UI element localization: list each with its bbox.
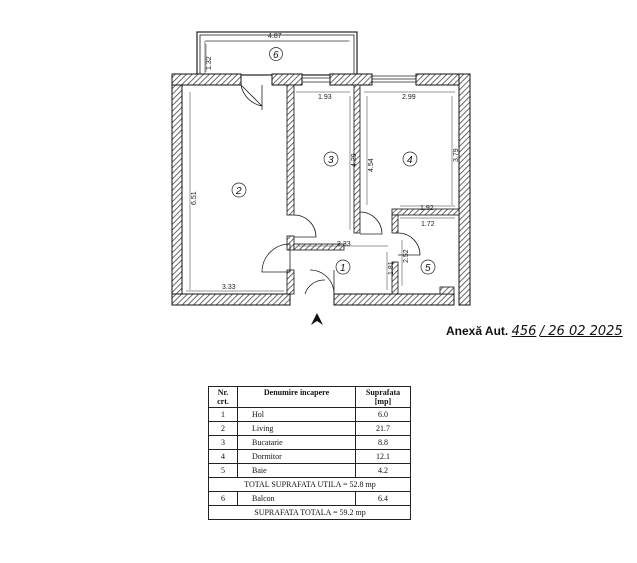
doors bbox=[240, 84, 421, 295]
dim-hall-height: 1.81 bbox=[388, 261, 395, 275]
room-number-living: 2 bbox=[235, 186, 242, 197]
dim-bedroom-width: 2.99 bbox=[402, 94, 416, 101]
room-marker-baie: 5 bbox=[420, 259, 436, 275]
room-marker-hol: 1 bbox=[335, 259, 351, 275]
dim-hall-width: 3.33 bbox=[337, 241, 351, 248]
table-row: 3 Bucatarie 8.8 bbox=[208, 435, 411, 450]
table-row: 2 Living 21.7 bbox=[208, 421, 411, 436]
annex-date: 26 02 2025 bbox=[548, 324, 623, 339]
table-row: 5 Baie 4.2 bbox=[208, 463, 411, 478]
dim-balcony-depth: 1.32 bbox=[206, 56, 213, 70]
room-number-bucatarie: 3 bbox=[328, 155, 334, 166]
dim-bedroom-height-b: 4.54 bbox=[368, 158, 375, 172]
interior-walls bbox=[286, 84, 460, 295]
room-marker-dormitor: 4 bbox=[402, 151, 418, 167]
row-name: Balcon bbox=[237, 491, 356, 506]
floor-plan: 4.87 1.32 6.51 3.33 1.93 4.29 4.54 2.99 … bbox=[171, 31, 471, 325]
header-denumire: Denumire incapere bbox=[237, 386, 356, 408]
row-nr: 4 bbox=[208, 449, 238, 464]
row-nr: 6 bbox=[208, 491, 238, 506]
row-area: 4.2 bbox=[355, 463, 411, 478]
dim-kitchen-width: 1.93 bbox=[318, 94, 332, 101]
dim-balcony-width: 4.87 bbox=[268, 33, 282, 40]
table-row: 4 Dormitor 12.1 bbox=[208, 449, 411, 464]
row-name: Dormitor bbox=[237, 449, 356, 464]
table-header-row: Nr. crt. Denumire incapere Suprafata [mp… bbox=[208, 386, 411, 408]
annex-separator: / bbox=[539, 324, 549, 339]
room-marker-living: 2 bbox=[231, 182, 247, 198]
table-row: 1 Hol 6.0 bbox=[208, 407, 411, 422]
header-nr: Nr. crt. bbox=[208, 386, 238, 408]
dim-kitchen-height: 4.29 bbox=[351, 153, 358, 167]
areas-table: Nr. crt. Denumire incapere Suprafata [mp… bbox=[208, 386, 411, 520]
room-number-hol: 1 bbox=[340, 263, 346, 274]
dimension-lines bbox=[186, 40, 455, 292]
row-area: 12.1 bbox=[355, 449, 411, 464]
total-utila-row: TOTAL SUPRAFATA UTILA = 52.8 mp bbox=[208, 477, 411, 492]
window-lines bbox=[302, 75, 416, 83]
dim-living-width: 3.33 bbox=[222, 284, 236, 291]
total-utila: TOTAL SUPRAFATA UTILA = 52.8 mp bbox=[208, 477, 411, 492]
row-area: 8.8 bbox=[355, 435, 411, 450]
dim-bath-top: 1.92 bbox=[420, 205, 434, 212]
room-marker-bucatarie: 3 bbox=[323, 151, 339, 167]
row-nr: 3 bbox=[208, 435, 238, 450]
annex-label: Anexă Aut. bbox=[446, 324, 509, 338]
annex-number: 456 bbox=[511, 324, 537, 339]
row-nr: 2 bbox=[208, 421, 238, 436]
header-suprafata: Suprafata [mp] bbox=[355, 386, 411, 408]
dim-bath-width: 1.72 bbox=[421, 221, 435, 228]
row-area: 6.0 bbox=[355, 407, 411, 422]
row-name: Living bbox=[237, 421, 356, 436]
total-row: SUPRAFATA TOTALA = 59.2 mp bbox=[208, 505, 411, 520]
dim-bath-height: 2.52 bbox=[403, 249, 410, 263]
room-number-dormitor: 4 bbox=[407, 155, 413, 166]
entrance-arrow-icon bbox=[311, 313, 323, 325]
exterior-walls bbox=[171, 73, 471, 306]
row-name: Baie bbox=[237, 463, 356, 478]
dim-bedroom-height: 3.79 bbox=[453, 148, 460, 162]
row-area: 21.7 bbox=[355, 421, 411, 436]
table-row: 6 Balcon 6.4 bbox=[208, 491, 411, 506]
dim-living-height: 6.51 bbox=[191, 191, 198, 205]
row-name: Hol bbox=[237, 407, 356, 422]
room-marker-balcon: 6 bbox=[269, 47, 283, 61]
row-name: Bucatarie bbox=[237, 435, 356, 450]
row-area: 6.4 bbox=[355, 491, 411, 506]
total-suprafata: SUPRAFATA TOTALA = 59.2 mp bbox=[208, 505, 411, 520]
row-nr: 5 bbox=[208, 463, 238, 478]
room-number-baie: 5 bbox=[425, 263, 431, 274]
annex-authorization: Anexă Aut. 456 / 26 02 2025 bbox=[446, 324, 623, 339]
room-number-balcon: 6 bbox=[273, 50, 279, 61]
row-nr: 1 bbox=[208, 407, 238, 422]
